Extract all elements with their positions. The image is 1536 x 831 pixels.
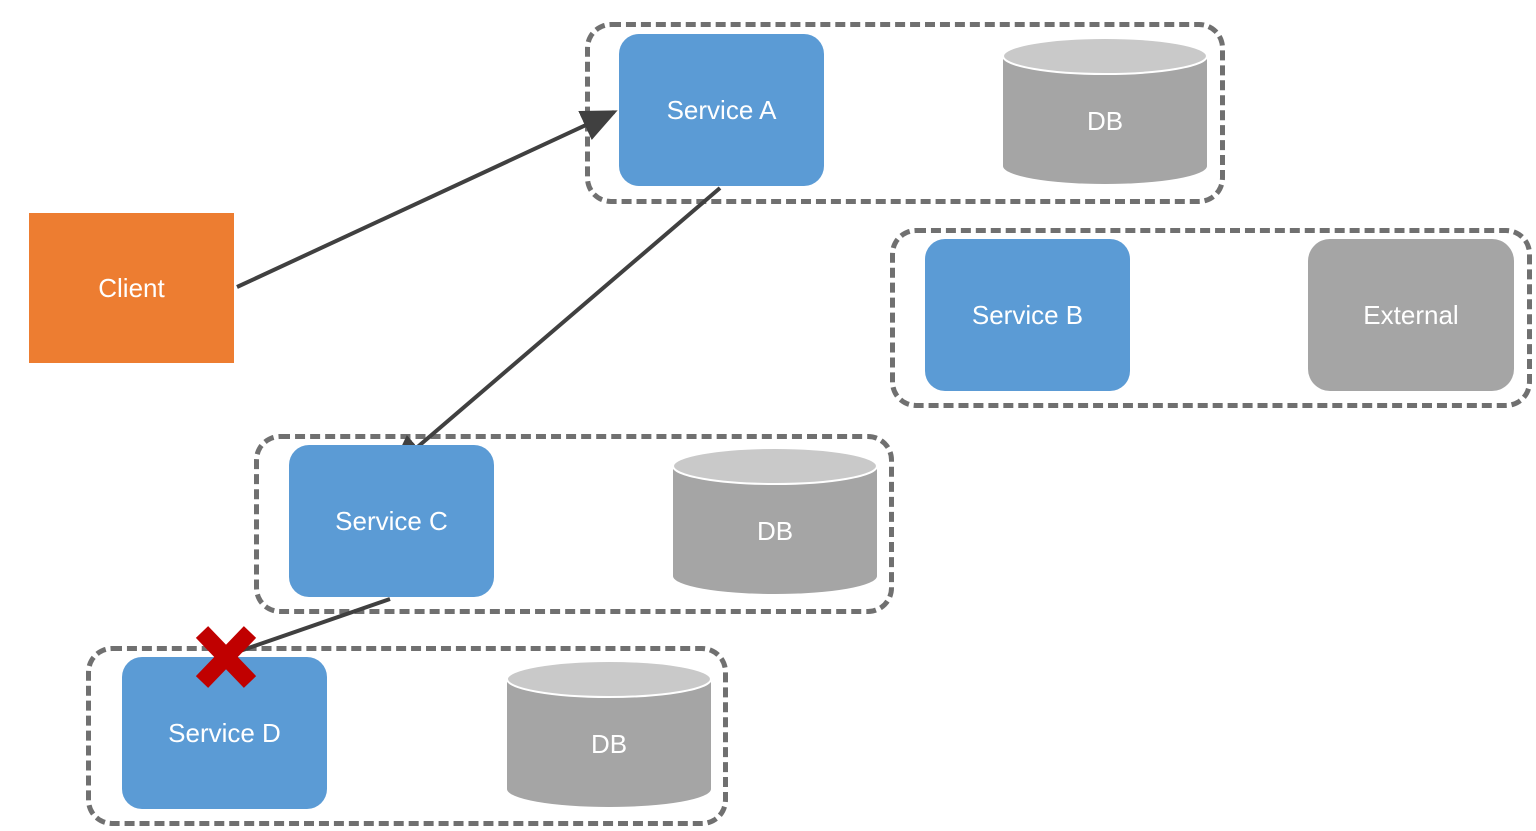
client-label: Client [98, 272, 165, 303]
group-service-c [254, 434, 894, 614]
service-b-node: Service B [925, 239, 1130, 391]
db-a-cylinder: DB [1001, 36, 1209, 186]
group-service-b [890, 228, 1532, 408]
database-icon [506, 660, 712, 807]
service-a-label: Service A [666, 94, 777, 125]
external-node: External [1308, 239, 1514, 391]
external-label: External [1363, 299, 1459, 330]
service-b-label: Service B [971, 299, 1084, 330]
service-d-node: Service D [122, 657, 327, 809]
database-icon [672, 447, 878, 594]
service-a-node: Service A [619, 34, 824, 186]
db-d-cylinder: DB [505, 659, 713, 809]
red-x-icon [195, 626, 257, 688]
database-icon [1002, 37, 1208, 184]
db-d-label: DB [590, 729, 628, 759]
edge-service-a-to-service-c [389, 186, 722, 471]
service-c-label: Service C [335, 505, 448, 536]
db-c-cylinder: DB [671, 446, 879, 596]
edge-client-to-service-a [236, 110, 618, 289]
service-c-node: Service C [289, 445, 494, 597]
edge-service-c-to-service-d [239, 597, 391, 653]
db-a-label: DB [1086, 106, 1124, 136]
group-service-d [86, 646, 728, 826]
db-c-label: DB [756, 516, 794, 546]
service-d-label: Service D [168, 717, 281, 748]
client-node: Client [29, 213, 234, 363]
